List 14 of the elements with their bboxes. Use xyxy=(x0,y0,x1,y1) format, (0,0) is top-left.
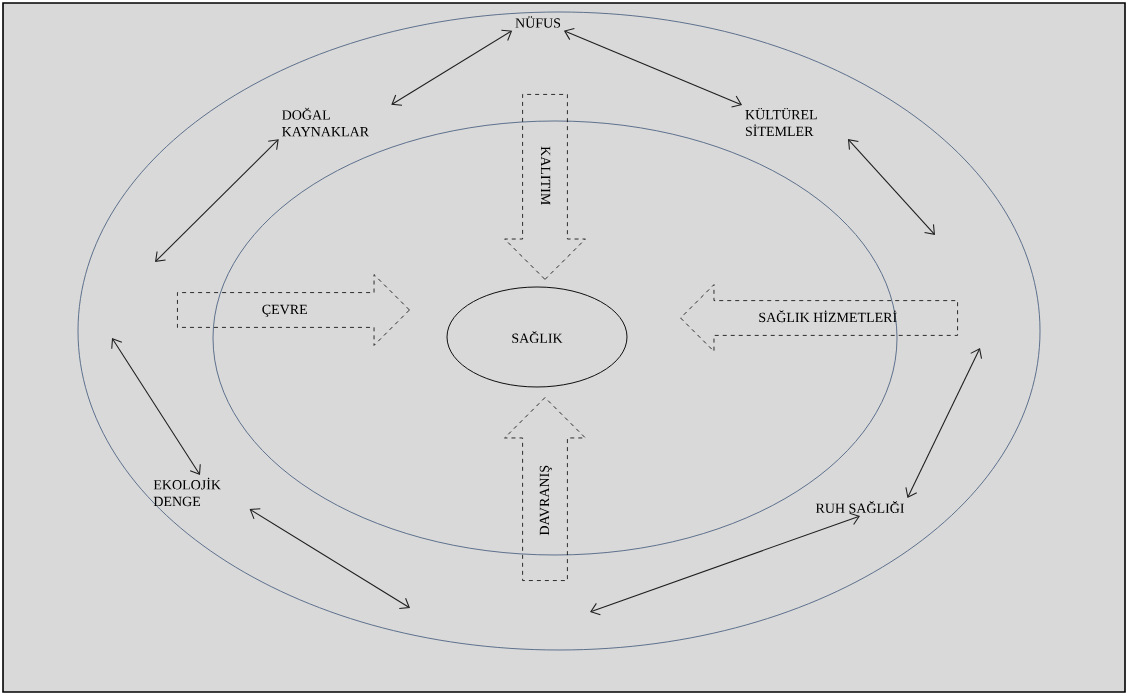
double-arrow xyxy=(155,139,279,262)
ring-ellipse xyxy=(77,11,1041,651)
double-arrow xyxy=(391,29,513,106)
double-arrow xyxy=(111,338,201,475)
ring-label: DOĞAL KAYNAKLAR xyxy=(282,107,369,137)
ring-label: NÜFUS xyxy=(515,16,561,28)
double-arrow xyxy=(590,512,860,616)
ring-label: RUH SAĞLIĞI xyxy=(815,501,904,513)
double-arrow xyxy=(249,508,410,609)
double-arrow xyxy=(905,348,983,499)
ring-label: KÜLTÜREL SİTEMLER xyxy=(745,107,817,137)
double-arrow xyxy=(563,28,743,108)
ring-label: EKOLOJİK DENGE xyxy=(153,477,221,507)
double-arrow xyxy=(847,139,935,235)
